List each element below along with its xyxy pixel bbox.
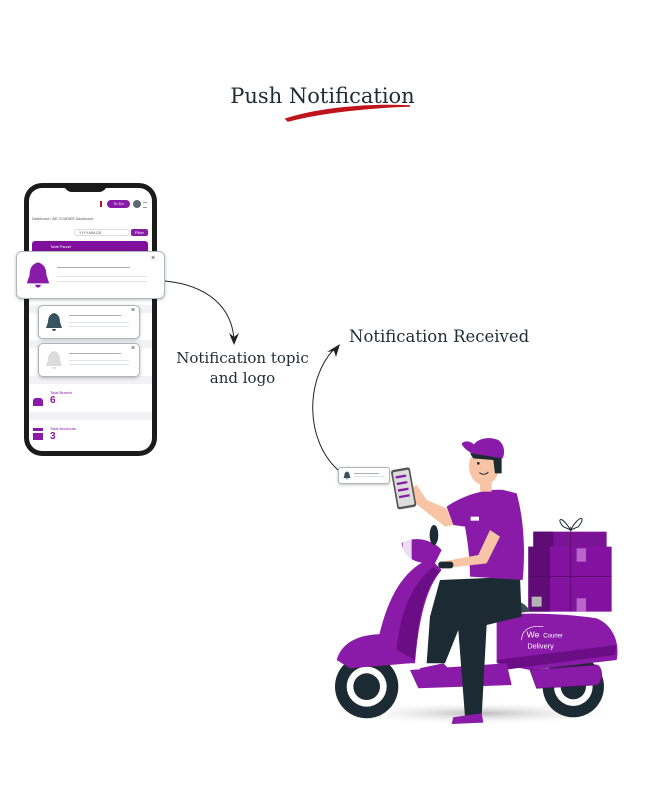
alert-icon[interactable] [100, 201, 102, 207]
page-title: Push Notification [230, 84, 415, 108]
front-wheel [334, 654, 399, 719]
rider-neck [479, 479, 492, 492]
close-icon[interactable]: × [131, 307, 136, 314]
bell-icon [343, 471, 351, 480]
bell-icon [46, 313, 62, 331]
text-line [57, 276, 147, 277]
text-line [69, 353, 121, 354]
push-notification-popup[interactable]: × [16, 251, 165, 299]
logo-text: We [527, 629, 540, 639]
card-icon [33, 431, 43, 440]
text-line [69, 364, 129, 365]
delivery-boxes [528, 517, 612, 612]
handheld-phone [391, 467, 417, 510]
rider-arm-lower [441, 529, 500, 569]
stat-label: Total Accounts [50, 426, 76, 431]
logo-text: Delivery [527, 641, 554, 650]
notification-card[interactable]: × [38, 305, 140, 339]
scooter-mirror [429, 524, 439, 545]
text-line [69, 360, 129, 361]
menu-icon[interactable] [143, 202, 147, 208]
scooter-logo: We Courier Delivery [521, 625, 563, 650]
scooter-exhaust [529, 664, 602, 689]
arrow-topic [164, 280, 235, 341]
total-parcel-label: Total Parcel [50, 244, 71, 249]
stat-value: 3 [50, 431, 56, 442]
close-icon[interactable]: × [131, 345, 136, 352]
arrow-received-head [327, 344, 340, 357]
title-underline-swoosh [284, 104, 411, 122]
caption-line: and logo [209, 369, 276, 387]
rider-shirt [446, 489, 524, 580]
text-line [69, 322, 129, 323]
text-line [57, 281, 147, 282]
text-line [354, 476, 384, 477]
scooter-side-stripe [496, 644, 617, 670]
divider [29, 412, 152, 420]
todo-button[interactable]: To Do [107, 200, 130, 208]
rider-hair [469, 451, 502, 474]
stat-value: 6 [50, 395, 56, 406]
text-line [354, 473, 379, 474]
bell-icon [26, 262, 50, 288]
avatar-icon[interactable] [133, 200, 141, 208]
phone-notch [64, 183, 107, 192]
breadcrumb: Dashboard / WE COURIER Dashboard [32, 217, 93, 221]
text-line [57, 267, 130, 268]
text-line [69, 315, 121, 316]
arrow-topic-head [229, 333, 239, 345]
rider-arm-raised [409, 484, 454, 527]
rider-cap [471, 438, 505, 459]
stat-label: Total Branch [50, 390, 73, 395]
rider-legs [426, 576, 522, 717]
caption-line: Notification topic [176, 349, 309, 367]
close-icon[interactable]: × [151, 255, 156, 262]
bell-icon [46, 351, 62, 369]
caption-topic: Notification topic and logo [170, 348, 315, 388]
building-icon [33, 398, 43, 406]
rider-shoe [419, 663, 452, 677]
rider-shoe [451, 713, 484, 724]
logo-text: Courier [543, 633, 563, 639]
caption-received: Notification Received [349, 327, 530, 346]
date-input[interactable]: YYYY-MM-DD [74, 229, 130, 236]
arrow-received [312, 348, 339, 471]
notification-card[interactable]: × [38, 343, 140, 377]
received-notification [338, 467, 390, 484]
divider [29, 376, 152, 384]
filter-button[interactable]: Filter [131, 229, 148, 236]
text-line [69, 326, 129, 327]
